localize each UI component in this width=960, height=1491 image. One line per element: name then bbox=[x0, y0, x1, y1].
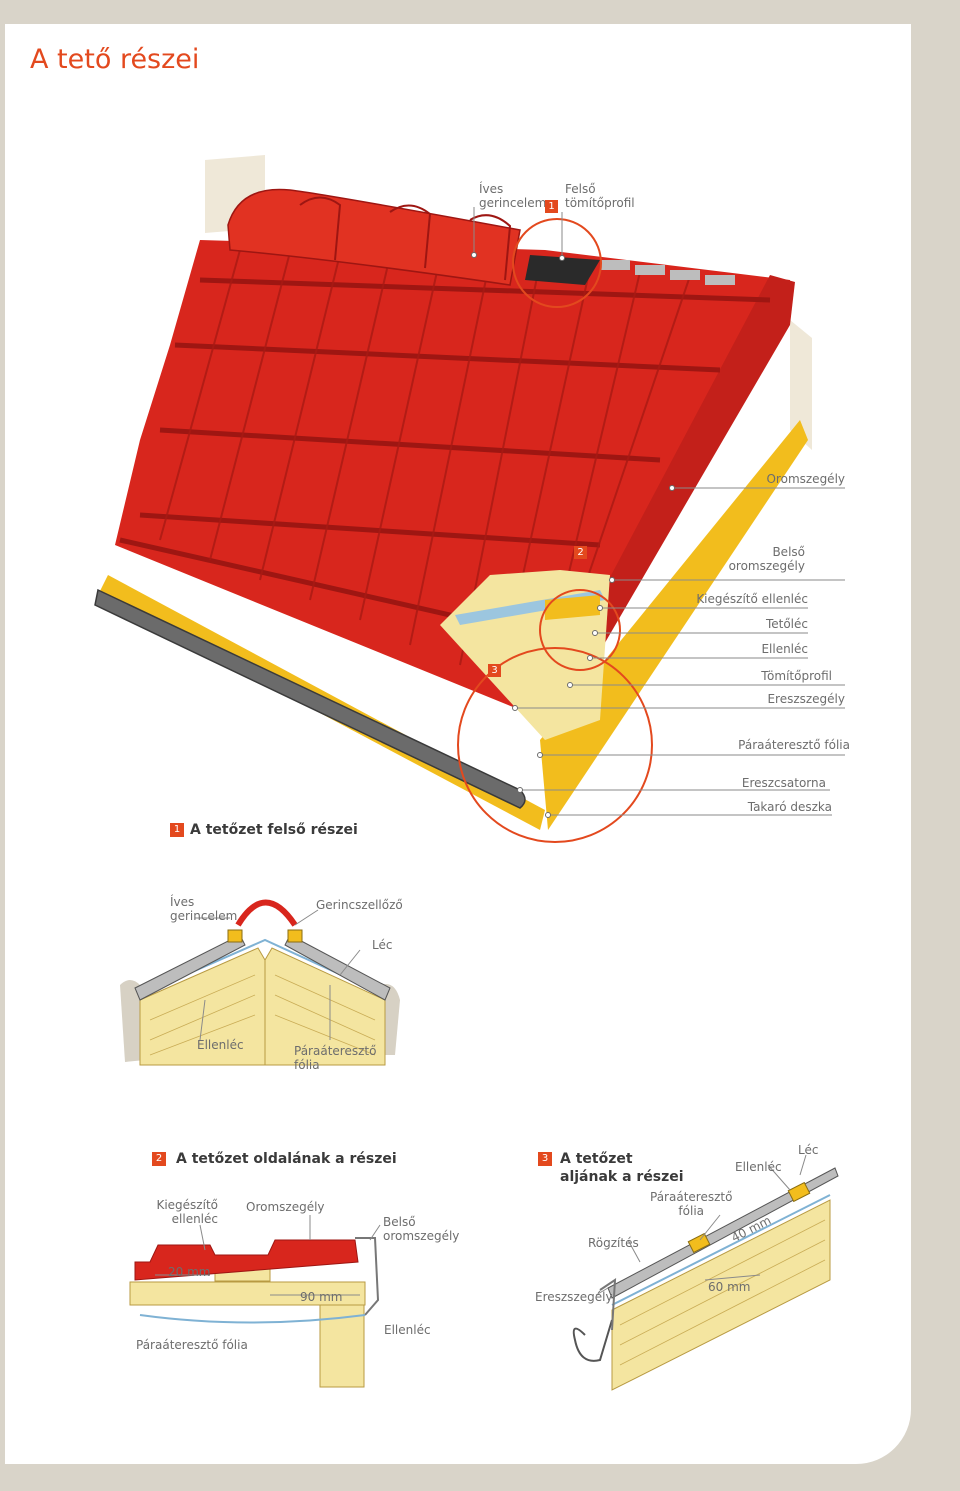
roof-tiles-field bbox=[115, 240, 790, 720]
s3-label-paraatereszto-folia: Páraáteresztő fólia bbox=[650, 1190, 733, 1218]
section2-number: 2 bbox=[152, 1152, 166, 1166]
s3-label-dim-60: 60 mm bbox=[708, 1280, 751, 1294]
leader-lines bbox=[473, 207, 845, 816]
s1-label-lec: Léc bbox=[372, 938, 393, 952]
marker-1: 1 bbox=[545, 200, 558, 213]
section3-number: 3 bbox=[538, 1152, 552, 1166]
s3-label-rogzites: Rögzítés bbox=[588, 1236, 639, 1250]
s2-label-belso-oromszegely: Belső oromszegély bbox=[383, 1215, 460, 1243]
ridge-wall-left bbox=[120, 980, 145, 1062]
s1-label-ellenlec: Ellenléc bbox=[197, 1038, 244, 1052]
eave-tile bbox=[607, 1167, 839, 1299]
detail-circle-3 bbox=[457, 647, 653, 843]
verge-tiles bbox=[134, 1239, 359, 1281]
detail-circle-1 bbox=[512, 218, 602, 308]
section2-title: A tetőzet oldalának a részei bbox=[176, 1151, 397, 1167]
cutaway-batten bbox=[545, 595, 600, 620]
eave-wood-grain bbox=[619, 1219, 826, 1366]
ridge-rafter-right bbox=[264, 947, 386, 1066]
s2-label-dim-90: 90 mm bbox=[300, 1290, 343, 1304]
s2-label-ellenlec: Ellenléc bbox=[384, 1323, 431, 1337]
s2-label-dim-20: 20 mm bbox=[168, 1265, 211, 1279]
label-oromszegely: Oromszegély bbox=[766, 472, 845, 486]
ridge-tile-right bbox=[284, 934, 391, 1001]
leader-dots bbox=[471, 252, 675, 818]
label-paraatereszto-folia: Páraáteresztő fólia bbox=[738, 738, 850, 752]
section3-title: A tetőzet aljának a részei bbox=[560, 1151, 684, 1185]
label-felso-tomitoprofil: Felső tömítőprofil bbox=[565, 182, 635, 210]
section1-number: 1 bbox=[170, 823, 184, 837]
label-takaro-deszka: Takaró deszka bbox=[747, 800, 832, 814]
ridge-seal-profile bbox=[525, 255, 600, 285]
label-ereszszegely: Ereszszegély bbox=[767, 692, 845, 706]
label-kiegeszito-ellenlec: Kiegészítő ellenléc bbox=[696, 592, 808, 606]
label-ereszcsatorna: Ereszcsatorna bbox=[741, 776, 826, 790]
eave-rafter bbox=[611, 1199, 831, 1391]
page-title: A tető részei bbox=[30, 44, 200, 75]
marker-3: 3 bbox=[488, 664, 501, 677]
ridge-tile-left bbox=[134, 934, 246, 1001]
gable-board bbox=[540, 420, 808, 830]
ridge-batten-left bbox=[227, 929, 243, 943]
s2-label-oromszegely: Oromszegély bbox=[246, 1200, 325, 1214]
eave-batten-1 bbox=[687, 1232, 711, 1254]
verge-foil bbox=[139, 1314, 366, 1324]
s3-label-ellenlec: Ellenléc bbox=[735, 1160, 782, 1174]
s1-label-gerincszellozo: Gerincszellőző bbox=[316, 898, 403, 912]
s3-label-lec: Léc bbox=[798, 1143, 819, 1157]
ridge-tiles bbox=[227, 188, 521, 286]
wood-grain bbox=[149, 974, 376, 1056]
label-ellenlec: Ellenléc bbox=[761, 642, 808, 656]
ridge-batten-right bbox=[287, 929, 303, 943]
s2-label-paraatereszto-folia: Páraáteresztő fólia bbox=[136, 1338, 248, 1352]
s3-label-ereszszegely: Ereszszegély bbox=[535, 1290, 613, 1304]
ridge-grey-tiles bbox=[600, 260, 735, 285]
s2-label-kiegeszito-ellenlec: Kiegészítő ellenléc bbox=[156, 1198, 218, 1226]
eave-foil bbox=[611, 1194, 831, 1306]
marker-2: 2 bbox=[574, 546, 587, 559]
verge-leaders bbox=[155, 1215, 381, 1296]
label-tetolec: Tetőléc bbox=[765, 617, 808, 631]
eave-gutter bbox=[572, 1319, 613, 1362]
eave-batten-2 bbox=[787, 1181, 811, 1203]
label-tomitoprofil: Tömítőprofil bbox=[761, 669, 832, 683]
ridge-leaders bbox=[195, 909, 361, 1041]
detail-circle-2 bbox=[539, 589, 621, 671]
verge-board bbox=[129, 1281, 366, 1306]
gable-wall-right bbox=[790, 320, 812, 450]
eave-flashing bbox=[599, 1278, 617, 1331]
ridge-cap bbox=[235, 899, 298, 927]
eave-leaders bbox=[595, 1154, 807, 1296]
s1-label-ives-gerincelem: Íves gerincelem bbox=[170, 895, 238, 923]
label-belso-oromszegely: Belső oromszegély bbox=[728, 545, 805, 573]
section1-title: A tetőzet felső részei bbox=[190, 822, 358, 838]
label-ives-gerincelem: Íves gerincelem bbox=[479, 182, 547, 210]
tile-courses bbox=[119, 277, 771, 643]
verge-flashing bbox=[355, 1237, 380, 1316]
s1-label-paraatereszto-folia: Páraáteresztő fólia bbox=[294, 1044, 377, 1072]
